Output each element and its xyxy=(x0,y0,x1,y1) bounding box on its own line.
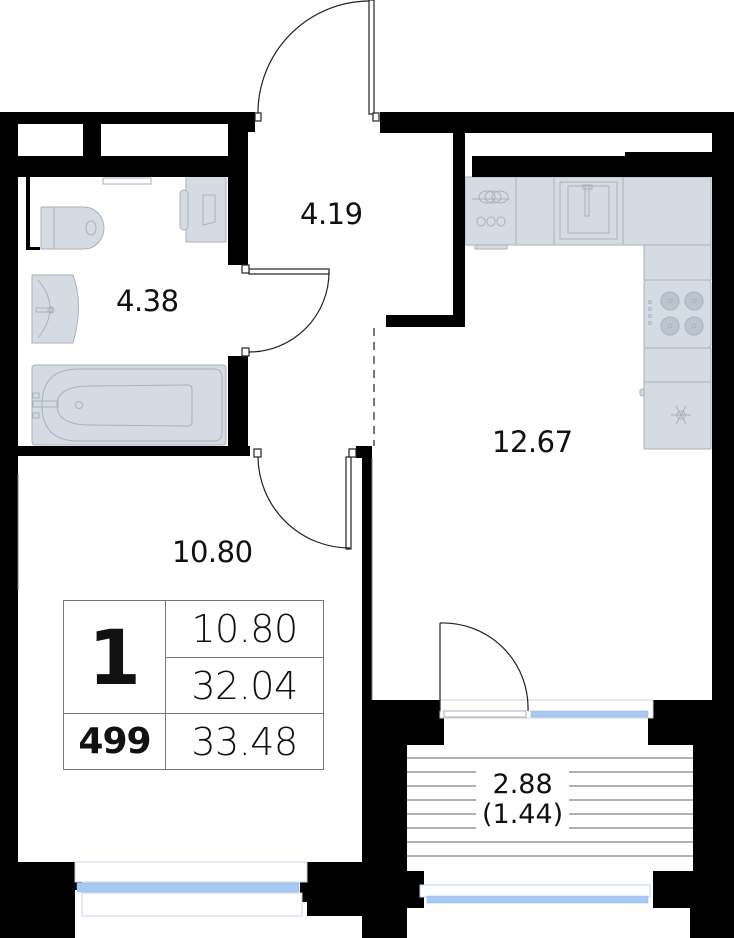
window-glass xyxy=(530,710,649,718)
room-area-hallway: 4.19 xyxy=(300,197,363,231)
apartment-summary-table: 1 10.80 32.04 499 33.48 xyxy=(63,600,324,770)
cabinet-icon xyxy=(515,176,555,246)
walls xyxy=(0,112,734,938)
entrance-door-leaf xyxy=(368,0,375,115)
room-area-kitchen: 12.67 xyxy=(492,425,573,459)
fridge-icon xyxy=(639,381,712,450)
rooms-count: 1 xyxy=(64,601,166,714)
bathroom-fixtures xyxy=(31,175,227,446)
window-glass xyxy=(426,895,649,904)
dishwasher-icon xyxy=(464,176,517,250)
total-with-balcony: 33.48 xyxy=(191,719,298,764)
balcony-reduced-area: (1.44) xyxy=(482,799,564,830)
apartment-number: 499 xyxy=(64,714,166,769)
entrance-door-swing xyxy=(257,0,370,114)
window-glass xyxy=(76,882,300,893)
washing-machine-icon xyxy=(179,175,227,243)
cabinet-icon xyxy=(643,347,712,383)
sink-icon xyxy=(31,274,79,344)
cabinet-icon xyxy=(643,244,712,281)
balcony-area: 2.88 xyxy=(492,769,553,800)
room-area-bathroom: 4.38 xyxy=(116,284,179,318)
total-area: 32.04 xyxy=(166,658,323,714)
room-area-living-room: 10.80 xyxy=(172,535,253,569)
kitchen-fixtures xyxy=(464,176,712,450)
bathtub-icon xyxy=(31,364,227,446)
toilet-icon xyxy=(40,206,105,250)
windows xyxy=(74,699,654,917)
living-area: 10.80 xyxy=(166,601,323,658)
kitchen-sink-icon xyxy=(553,176,624,246)
counter-icon xyxy=(622,176,712,246)
doors xyxy=(241,0,529,718)
stove-icon xyxy=(643,279,712,349)
towel-rail-icon xyxy=(102,177,152,185)
balcony-area-label: 2.88 (1.44) xyxy=(476,769,570,830)
snowflake-icon xyxy=(671,405,691,425)
